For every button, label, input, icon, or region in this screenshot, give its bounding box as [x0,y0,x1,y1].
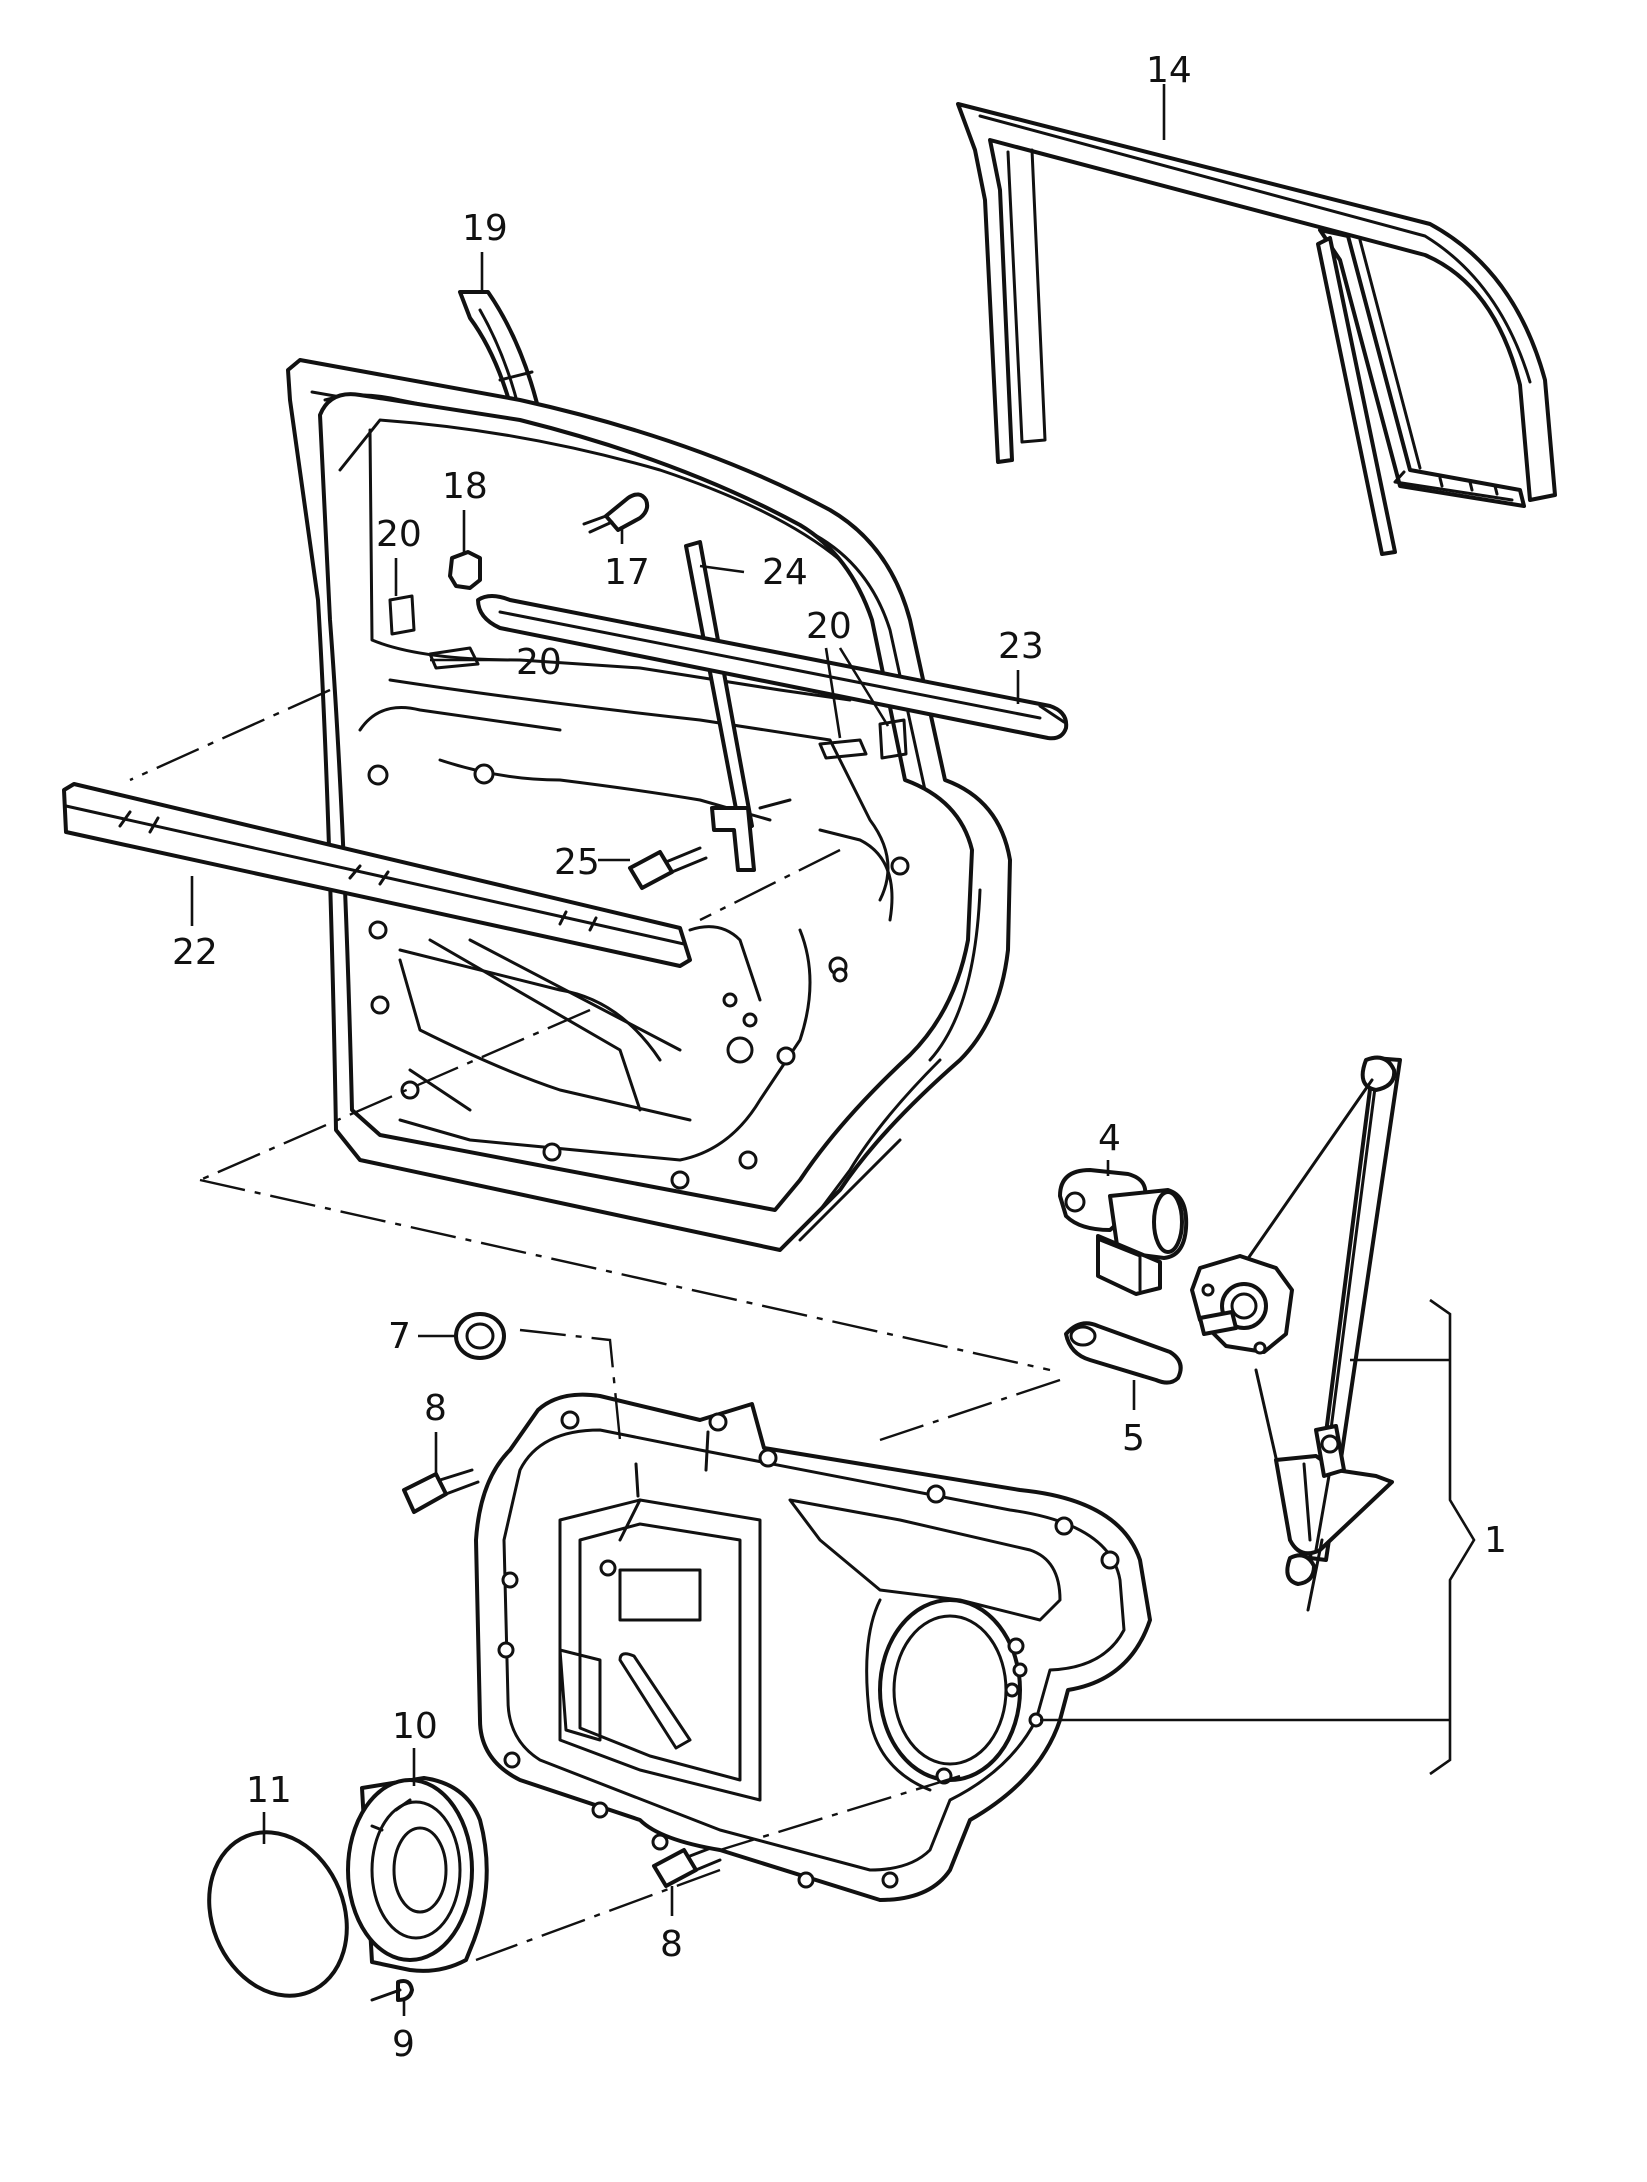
callout-label: 25 [554,842,600,883]
screw-left [402,1468,480,1514]
inner-belt-seal [476,594,1069,741]
callout-label: 20 [516,642,562,683]
callout-label: 5 [1122,1418,1145,1459]
callout-label: 1 [1484,1520,1507,1561]
speaker-cover [207,1830,349,1998]
outer-belt-seal [62,782,692,968]
callout-label: 8 [424,1388,447,1429]
window-motor [1058,1168,1189,1296]
speaker [346,1776,489,1973]
callout-label: 19 [462,208,508,249]
window-clip [448,550,482,590]
door-shell [286,358,1012,1252]
screw-bottom [652,1844,722,1888]
grommet [454,1312,506,1360]
window-crank-handle [1064,1321,1183,1385]
callout-label: 8 [660,1924,683,1965]
callout-label: 14 [1146,50,1192,91]
sealing-pads [388,594,908,760]
callout-label: 20 [806,606,852,647]
screw-middle [628,846,708,890]
callout-label: 4 [1098,1118,1121,1159]
callout-labels: 14 19 18 20 17 24 20 20 23 25 22 4 7 8 5… [172,50,1507,2065]
rear-window-guide [684,540,792,872]
callout-label: 9 [392,2024,415,2065]
speaker-screw [370,1979,414,2002]
callout-label: 24 [762,552,808,593]
screw-upper [582,492,650,534]
callout-label: 17 [604,552,650,593]
callout-label: 20 [376,514,422,555]
callout-label: 10 [392,1706,438,1747]
leader-lines [190,84,1476,2016]
window-channel-frame [956,102,1557,556]
callout-label: 23 [998,626,1044,667]
assembly-lines [129,688,1061,1962]
door-module-carrier [474,1392,1152,1902]
callout-label: 11 [246,1770,292,1811]
callout-label: 7 [388,1316,411,1357]
callout-label: 18 [442,466,488,507]
window-regulator [1190,1055,1402,1612]
callout-label: 22 [172,932,218,973]
